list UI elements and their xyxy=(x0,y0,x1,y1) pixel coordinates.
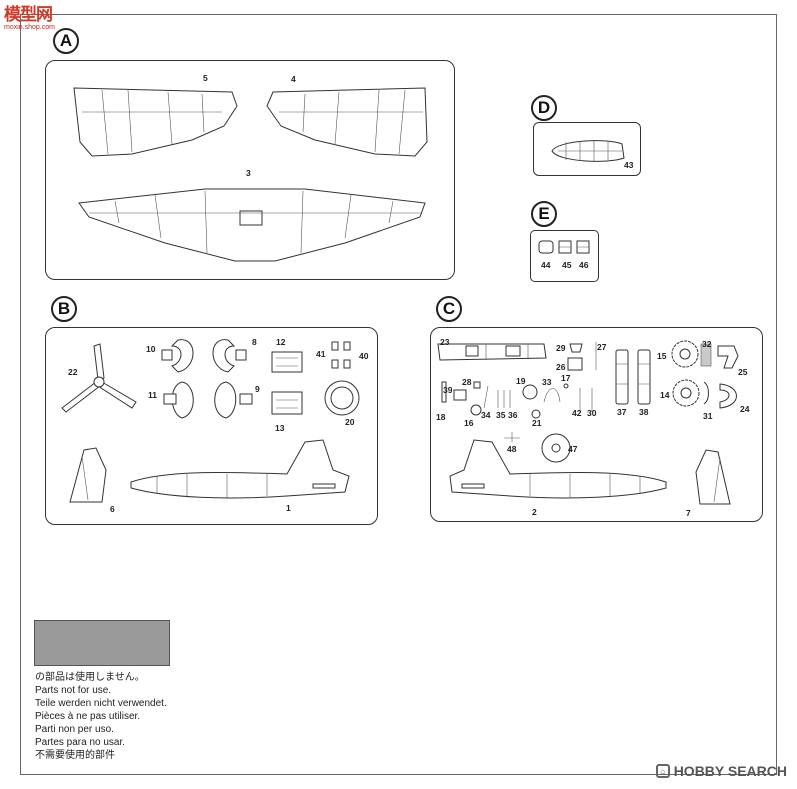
part-number-10: 10 xyxy=(146,344,156,354)
legend-line-zh: 不需要使用的部件 xyxy=(35,750,115,761)
part-number-5: 5 xyxy=(203,73,208,83)
legend-line-en: Parts not for use. xyxy=(35,685,112,696)
part-number-25: 25 xyxy=(738,367,748,377)
sheet-border xyxy=(20,14,777,775)
part-number-14: 14 xyxy=(660,390,670,400)
part-25-bracket xyxy=(717,345,739,369)
part-number-39: 39 xyxy=(443,385,453,395)
strut-parts-37-38 xyxy=(615,349,651,405)
part-number-38: 38 xyxy=(639,407,649,417)
runner-b-label: B xyxy=(51,296,77,322)
part-number-22: 22 xyxy=(68,367,78,377)
runner-a-frame xyxy=(45,60,455,280)
part-number-24: 24 xyxy=(740,404,750,414)
wing-part-4 xyxy=(266,87,428,157)
rudder-part-7 xyxy=(695,449,731,505)
part-number-26: 26 xyxy=(556,362,566,372)
part-number-33: 33 xyxy=(542,377,552,387)
part-number-29: 29 xyxy=(556,343,566,353)
legend-line-ja: の部品は使用しません。 xyxy=(35,672,145,683)
runner-c-label: C xyxy=(436,296,462,322)
parts-48-47 xyxy=(504,432,571,463)
hobby-search-text: HOBBY SEARCH xyxy=(673,763,787,779)
runner-d-frame xyxy=(533,122,641,176)
watermark-url: moxin.shop.com xyxy=(4,24,55,31)
part-number-4: 4 xyxy=(291,74,296,84)
not-for-use-swatch xyxy=(34,620,170,666)
part-number-15: 15 xyxy=(657,351,667,361)
part-number-30: 30 xyxy=(587,408,597,418)
propeller-part-22 xyxy=(61,343,137,413)
part-number-46: 46 xyxy=(579,260,589,270)
part-number-23: 23 xyxy=(440,337,450,347)
runner-c-frame xyxy=(430,327,763,522)
part-number-43: 43 xyxy=(624,160,634,170)
fuselage-half-part-2 xyxy=(449,439,667,499)
site-watermark: 模型网 moxin.shop.com xyxy=(4,6,70,40)
part-number-36: 36 xyxy=(508,410,518,420)
cowling-halves-10-8 xyxy=(161,339,247,373)
wing-part-5 xyxy=(73,87,238,157)
legend-line-es: Partes para no usar. xyxy=(35,737,126,748)
engine-parts-15-32 xyxy=(671,340,712,368)
clear-parts-44-46 xyxy=(538,240,590,254)
engine-parts-14-31 xyxy=(672,379,709,407)
legend-line-de: Teile werden nicht verwendet. xyxy=(35,698,167,709)
small-parts-row-c xyxy=(441,381,593,419)
runner-e-frame xyxy=(530,230,599,282)
part-number-45: 45 xyxy=(562,260,572,270)
fuselage-half-part-1 xyxy=(130,439,350,499)
part-number-27: 27 xyxy=(597,342,607,352)
rudder-part-6 xyxy=(69,447,107,503)
small-parts-41-40 xyxy=(331,341,351,369)
part-number-40: 40 xyxy=(359,351,369,361)
wheel-halves-11-9 xyxy=(163,381,253,419)
part-number-3: 3 xyxy=(246,168,251,178)
ring-part-20 xyxy=(324,380,360,416)
part-number-17: 17 xyxy=(561,373,571,383)
part-number-8: 8 xyxy=(252,337,257,347)
runner-d-label: D xyxy=(531,95,557,121)
part-number-19: 19 xyxy=(516,376,526,386)
canopy-part-43 xyxy=(551,140,625,162)
part-number-48: 48 xyxy=(507,444,517,454)
part-number-1: 1 xyxy=(286,503,291,513)
part-number-2: 2 xyxy=(532,507,537,517)
part-number-11: 11 xyxy=(148,390,157,400)
part-number-13: 13 xyxy=(275,423,285,433)
part-number-6: 6 xyxy=(110,504,115,514)
seat-parts-29-26 xyxy=(567,342,597,371)
runner-a-label: A xyxy=(53,28,79,54)
part-number-34: 34 xyxy=(481,410,491,420)
part-number-47: 47 xyxy=(568,444,578,454)
wing-center-part-3 xyxy=(78,188,426,262)
watermark-site-name: 模型网 xyxy=(4,5,53,25)
part-number-37: 37 xyxy=(617,407,627,417)
part-number-12: 12 xyxy=(276,337,286,347)
runner-e-label: E xyxy=(531,201,557,227)
part-number-41: 41 xyxy=(316,349,326,359)
legend-line-fr: Pièces à ne pas utiliser. xyxy=(35,711,141,722)
part-number-7: 7 xyxy=(686,508,691,518)
part-24-cowl-ring xyxy=(719,383,737,409)
part-number-20: 20 xyxy=(345,417,355,427)
part-number-16: 16 xyxy=(464,418,474,428)
part-number-18: 18 xyxy=(436,412,446,422)
part-number-31: 31 xyxy=(703,411,713,421)
part-number-28: 28 xyxy=(462,377,472,387)
hobby-search-watermark: ⌂ HOBBY SEARCH xyxy=(655,763,787,779)
runner-b-frame xyxy=(45,327,378,525)
parts-12-13 xyxy=(271,351,303,415)
cockpit-floor-part-23 xyxy=(437,343,547,361)
legend-line-it: Parti non per uso. xyxy=(35,724,114,735)
part-number-9: 9 xyxy=(255,384,260,394)
part-number-32: 32 xyxy=(702,339,712,349)
hobby-search-logo-icon: ⌂ xyxy=(655,764,670,778)
part-number-21: 21 xyxy=(532,418,542,428)
part-number-44: 44 xyxy=(541,260,551,270)
part-number-35: 35 xyxy=(496,410,506,420)
part-number-42: 42 xyxy=(572,408,582,418)
